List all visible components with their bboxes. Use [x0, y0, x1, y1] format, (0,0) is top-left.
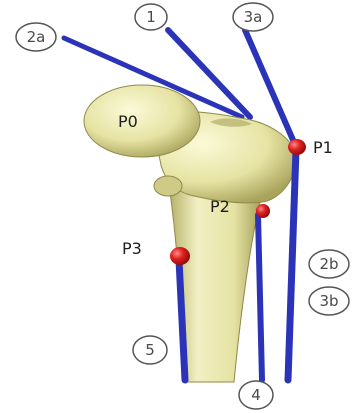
- callout-2a: 2a: [27, 28, 46, 46]
- label-p3: P3: [122, 239, 142, 258]
- callout-2b: 2b: [319, 255, 338, 273]
- marker-p1: [288, 139, 306, 155]
- callout-3b: 3b: [319, 292, 338, 310]
- femoral-head: [84, 85, 200, 157]
- callout-1: 1: [146, 8, 156, 26]
- marker-p3: [170, 247, 190, 265]
- label-p1: P1: [313, 138, 333, 157]
- label-p2: P2: [210, 197, 230, 216]
- femur-bone: [84, 85, 296, 382]
- callout-5: 5: [145, 341, 155, 359]
- marker-p2: [256, 204, 270, 218]
- label-p0: P0: [118, 112, 138, 131]
- rod-4: [258, 215, 262, 380]
- lesser-trochanter: [154, 176, 182, 196]
- callout-3a: 3a: [244, 8, 263, 26]
- rod-2b-3b: [288, 150, 296, 380]
- callout-4: 4: [251, 386, 261, 404]
